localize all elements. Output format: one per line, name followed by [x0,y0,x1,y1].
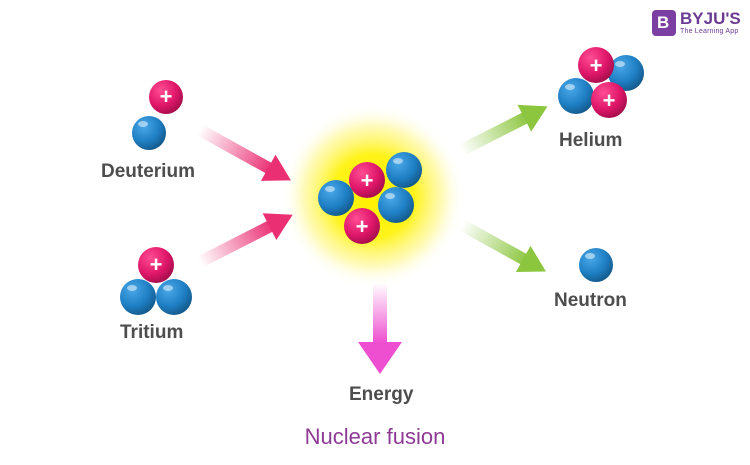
fusion-nucleus: + + [318,152,422,244]
arrow-tritium-in [197,213,293,268]
neutron-particle [608,55,644,91]
proton-particle: + [349,162,385,198]
neutron-particle [132,116,166,150]
neutron-particle [318,180,354,216]
free-neutron [579,248,613,282]
helium-nucleus: + + [558,47,644,118]
proton-particle: + [344,208,380,244]
diagram-caption: Nuclear fusion [304,424,446,449]
logo-mark-icon: B [652,10,676,36]
proton-plus-sign: + [160,84,173,109]
neutron-particle [386,152,422,188]
proton-plus-sign: + [361,168,374,193]
neutron-particle [120,279,156,315]
proton-particle: + [149,80,183,114]
logo-tagline: The Learning App [680,28,739,35]
arrow-deuterium-in [197,124,291,181]
proton-plus-sign: + [356,214,369,239]
helium-label: Helium [559,130,623,151]
arrow-energy-out [358,283,402,374]
proton-particle: + [578,47,614,83]
energy-label: Energy [349,384,414,405]
neutron-particle [378,187,414,223]
neutron-particle [558,78,594,114]
arrow-helium-out [459,104,548,156]
logo-name: BYJU'S [680,9,741,28]
neutron-label: Neutron [554,290,627,311]
proton-plus-sign: + [590,53,603,78]
tritium-nucleus: + [120,247,192,315]
deuterium-label: Deuterium [101,161,195,182]
proton-particle: + [591,82,627,118]
byjus-logo: B BYJU'S The Learning App [652,9,744,39]
proton-particle: + [138,247,174,283]
arrow-neutron-out [459,219,546,273]
neutron-particle [156,279,192,315]
tritium-label: Tritium [120,322,184,343]
proton-plus-sign: + [603,88,616,113]
proton-plus-sign: + [150,252,163,277]
deuterium-nucleus: + [132,80,183,150]
